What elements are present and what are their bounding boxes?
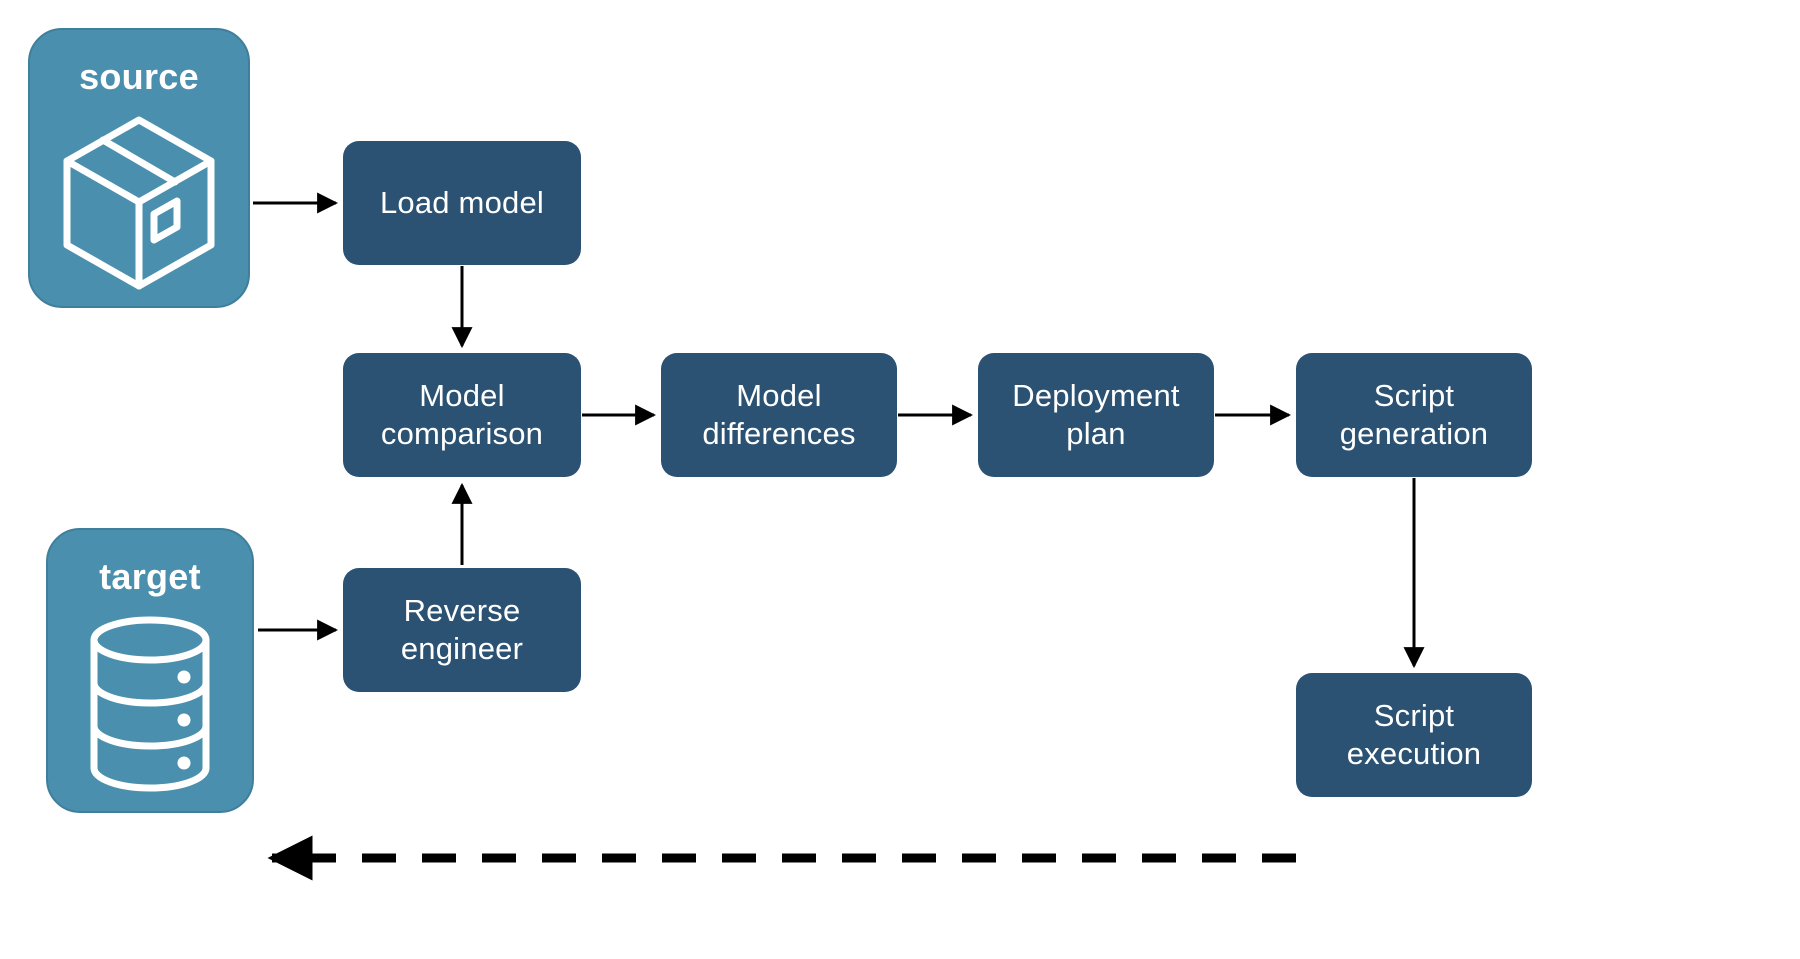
endpoint-target-label: target (99, 556, 201, 597)
endpoint-source-label: source (79, 56, 199, 97)
package-box-icon (59, 114, 219, 297)
endpoint-source[interactable]: source (28, 28, 250, 308)
process-model-comparison-label: Model comparison (380, 378, 544, 451)
process-script-generation[interactable]: Script generation (1296, 353, 1532, 477)
process-model-comparison[interactable]: Model comparison (343, 353, 581, 477)
endpoint-target[interactable]: target (46, 528, 254, 813)
process-load-model-label: Load model (379, 185, 544, 221)
process-deployment-plan[interactable]: Deployment plan (978, 353, 1214, 477)
process-reverse-engineer-label: Reverse engineer (400, 593, 524, 666)
process-script-execution-label: Script execution (1346, 698, 1482, 771)
process-script-generation-label: Script generation (1339, 378, 1489, 451)
process-script-execution[interactable]: Script execution (1296, 673, 1532, 797)
process-model-differences-label: Model differences (702, 378, 856, 451)
database-cylinder-icon (80, 614, 220, 799)
process-load-model[interactable]: Load model (343, 141, 581, 265)
process-model-differences[interactable]: Model differences (661, 353, 897, 477)
process-deployment-plan-label: Deployment plan (1012, 378, 1180, 451)
process-reverse-engineer[interactable]: Reverse engineer (343, 568, 581, 692)
